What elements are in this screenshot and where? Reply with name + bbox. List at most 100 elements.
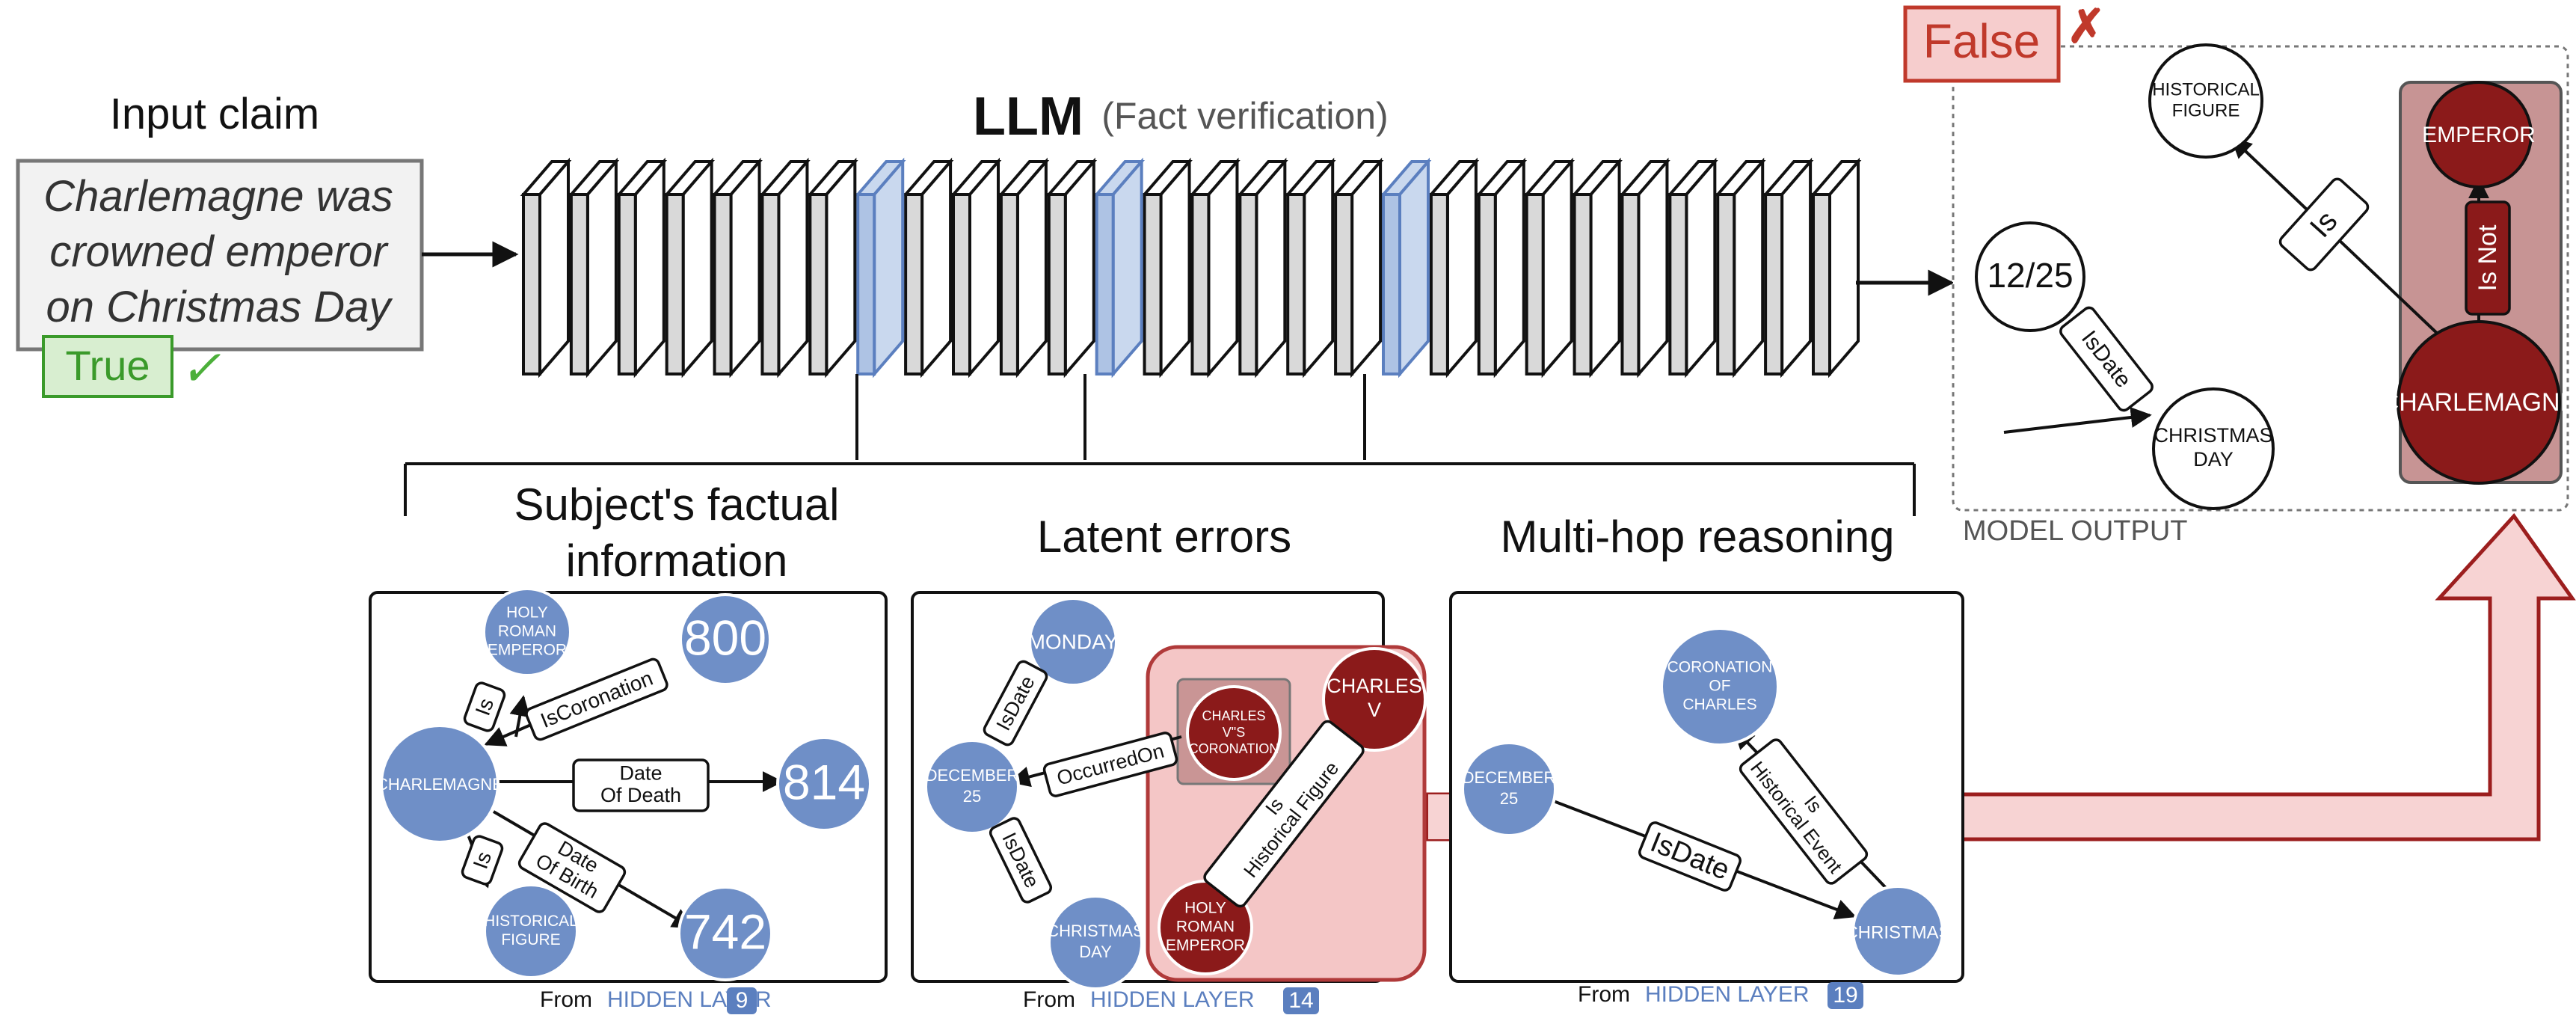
layer-front: [1668, 193, 1688, 375]
p1-edge-iscoronation-box: [525, 657, 668, 741]
latent-title: Latent errors: [1037, 512, 1291, 562]
edge-label-isdate-box: [2059, 306, 2154, 412]
p1-layer-num: 9: [736, 988, 748, 1013]
layer-front: [713, 193, 733, 375]
llm-layer: [1475, 157, 1528, 378]
panel-latent-errors: MONDAYCHARLESV"SCORONATIONCHARLESVDECEMB…: [911, 591, 1427, 1014]
llm-layer-stack: [520, 157, 1862, 378]
emperor-label: EMPEROR: [2422, 123, 2536, 147]
christmas-3-label: CHRISTMAS: [1845, 922, 1950, 942]
edge-label-is-not-text: Is Not: [2474, 224, 2502, 291]
p1-footer-from: From: [540, 987, 592, 1012]
layer-side: [1637, 157, 1669, 378]
node-charles-coronation: [1186, 685, 1282, 781]
p2-edge-is-historical-figure-box: [1203, 720, 1365, 908]
december25-3-label-line: 25: [1500, 789, 1518, 808]
layer-side: [729, 157, 761, 378]
p2-footer-layer: HIDDEN LAYER: [1090, 987, 1255, 1012]
node-charles-v: [1322, 647, 1427, 752]
hidden-layer: [1380, 157, 1432, 378]
layer-side: [585, 157, 618, 378]
x-mark-icon: ✗: [2067, 1, 2106, 52]
charlemagne-label: CHARLEMAGNE: [2381, 388, 2576, 417]
layer-front: [1047, 193, 1067, 375]
edge-label-is: Is: [2278, 177, 2370, 272]
node-december25-2: [924, 739, 1020, 835]
layer-side: [1111, 157, 1143, 378]
hre-2-label-line: EMPEROR: [1166, 937, 1245, 954]
p3-edge-isdate: IsDate: [1638, 821, 1742, 892]
llm-layer: [1666, 157, 1718, 378]
node-814: [776, 736, 872, 832]
layer-front: [1143, 193, 1163, 375]
llm-layer: [1141, 157, 1193, 378]
charles-v-label-line: V: [1368, 699, 1381, 721]
llm-layer: [1810, 157, 1862, 378]
panel-multihop: CORONATIONOFCHARLESDECEMBER25CHRISTMASIs…: [1449, 591, 1964, 1009]
layer-front: [522, 193, 541, 375]
node-date: [1975, 221, 2085, 332]
p3-edge-is-historical-event-box: [1739, 738, 1869, 885]
llm-layer: [711, 157, 763, 378]
false-badge: [1903, 5, 2061, 83]
p3-layer-badge: [1828, 982, 1863, 1009]
llm-layer: [1714, 157, 1766, 378]
node-historical-1: [483, 883, 579, 979]
model-output-caption: MODEL OUTPUT: [1963, 515, 2188, 547]
layer-front: [1429, 193, 1449, 375]
christmas-day-2-label-line: DAY: [1079, 942, 1112, 961]
node-charlemagne: [2397, 320, 2561, 485]
layer-side: [1685, 157, 1717, 378]
node-christmas-day: [2152, 387, 2275, 510]
node-monday: [1028, 597, 1118, 687]
historical-figure-label-line: FIGURE: [2172, 100, 2240, 120]
layer-side: [1398, 157, 1430, 378]
layer-side: [1445, 157, 1478, 378]
p3-edge-isdate-box: [1638, 821, 1742, 892]
date-label: 12/25: [1987, 256, 2073, 295]
coronation-3-label-line: CHARLES: [1682, 696, 1756, 714]
layer-side: [681, 157, 713, 378]
charles-coronation-label-line: CHARLES: [1202, 708, 1265, 723]
node-christmas-3: [1851, 885, 1944, 978]
p1-edge-is-top-box: [463, 681, 506, 732]
llm-subtitle: (Fact verification): [1101, 95, 1388, 137]
n742-label: 742: [684, 904, 766, 959]
layer-front: [952, 193, 971, 375]
llm-layer: [663, 157, 716, 378]
multihop-title: Multi-hop reasoning: [1501, 512, 1895, 562]
layer-side: [1207, 157, 1239, 378]
hre-2-label-line: ROMAN: [1176, 919, 1235, 936]
claim-line-1: Charlemagne was: [43, 172, 393, 221]
layer-side: [1828, 157, 1860, 378]
layer-front: [1620, 193, 1641, 375]
llm-layer: [1523, 157, 1576, 378]
layer-front: [569, 193, 589, 375]
layer-front: [1812, 193, 1831, 375]
claim-box: [16, 159, 424, 352]
charles-coronation-label-line: CORONATION: [1189, 741, 1279, 756]
llm-layer: [806, 157, 858, 378]
hidden-layer: [854, 157, 906, 378]
llm-layer: [1427, 157, 1480, 378]
llm-title: LLM: [973, 87, 1083, 147]
subject-title-1: Subject's factual: [514, 479, 839, 530]
n814-label: 814: [783, 754, 865, 809]
input-claim-title: Input claim: [110, 90, 319, 138]
llm-layer: [615, 157, 668, 378]
christmas-day-2-label-line: CHRISTMAS: [1047, 922, 1144, 940]
layer-front: [617, 193, 637, 375]
false-label: False: [1923, 14, 2041, 68]
hre-label-line: EMPEROR: [488, 642, 567, 659]
p1-edge-date-of-death-box: [572, 758, 710, 812]
historical-figure-label-line: HISTORICAL: [2152, 79, 2260, 99]
layer-front: [1238, 193, 1258, 375]
p2-edge-isdate-bottom-box: [989, 817, 1053, 904]
p1-layer-badge: [727, 987, 757, 1014]
layer-front: [904, 193, 924, 375]
december25-2-label-line: DECEMBER: [926, 766, 1019, 785]
